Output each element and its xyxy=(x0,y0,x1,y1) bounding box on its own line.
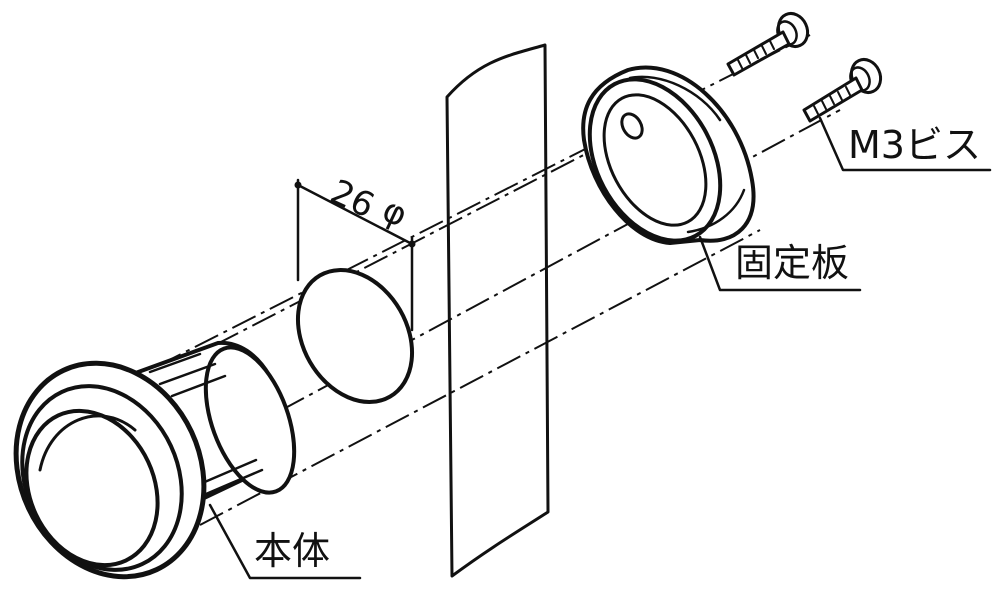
m3-screw-upper xyxy=(726,11,810,77)
fixing-plate-ring xyxy=(581,65,756,245)
diameter-dimension xyxy=(294,178,416,332)
leader-lines xyxy=(208,116,992,580)
dimension-value: 26 xyxy=(324,172,380,227)
wall-panel xyxy=(445,43,550,578)
knob-body xyxy=(13,340,297,580)
label-body: 本体 xyxy=(254,529,330,573)
m3-screw-lower xyxy=(802,57,883,123)
label-screw: M3ビス xyxy=(848,123,981,167)
mounting-disc xyxy=(295,268,415,404)
label-fixing-plate: 固定板 xyxy=(735,241,849,285)
